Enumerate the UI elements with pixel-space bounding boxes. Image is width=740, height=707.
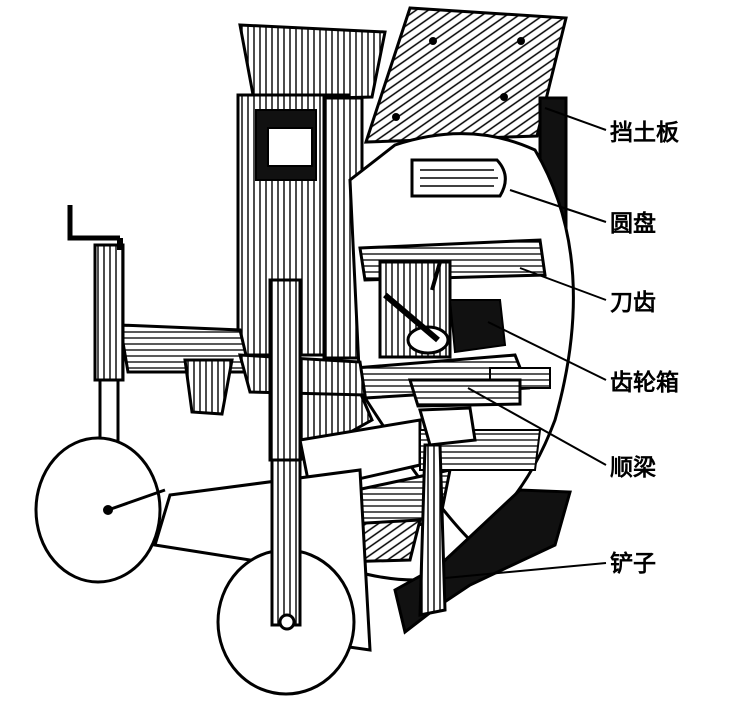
label-disc: 圆盘 [610,211,656,237]
label-gearbox: 齿轮箱 [610,370,679,396]
label-shovel: 铲子 [610,551,656,577]
left-wheel [34,436,166,584]
label-beam: 顺梁 [610,455,656,481]
front-post [268,278,302,462]
left-baffle-board [238,23,387,102]
leader-lines [444,107,607,579]
beam [118,323,522,447]
baffle-board [363,6,568,144]
label-baffle: 挡土板 [610,120,679,146]
main-frame [236,93,568,360]
right-wheel [216,438,356,696]
label-teeth: 刀齿 [610,290,656,316]
cutter-teeth [358,238,547,359]
